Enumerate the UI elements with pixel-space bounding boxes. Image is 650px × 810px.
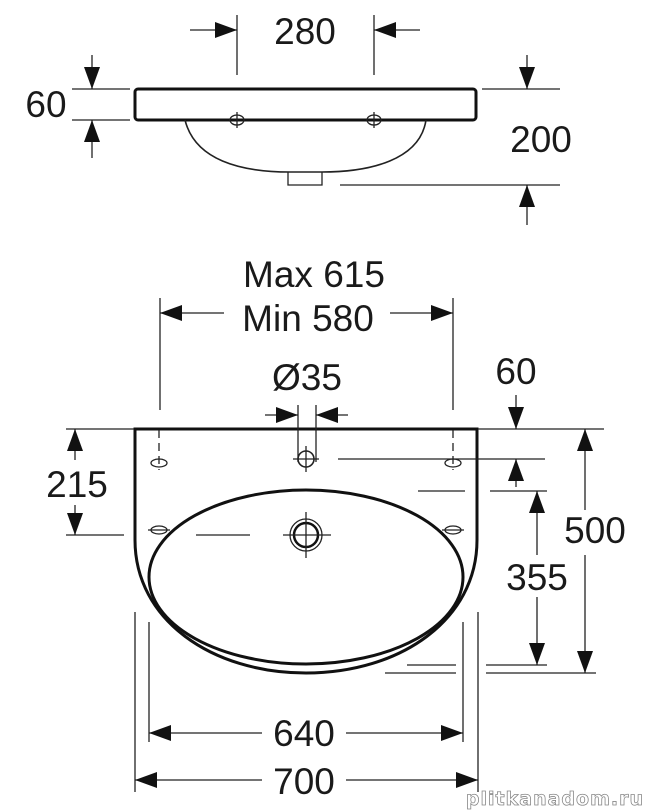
dimension-280: 280 bbox=[190, 11, 420, 75]
dimension-label: 700 bbox=[273, 761, 335, 802]
side-view: 280 60 200 bbox=[25, 11, 572, 225]
dimension-max-min-width: Max 615 Min 580 bbox=[159, 254, 454, 410]
dimension-355: 355 bbox=[407, 490, 568, 666]
dimension-label: 280 bbox=[274, 11, 336, 52]
dimension-label: 640 bbox=[273, 713, 335, 754]
fixing-hole-marks bbox=[229, 112, 382, 128]
dimension-label: 60 bbox=[25, 84, 66, 125]
dimension-60-rim: 60 bbox=[25, 55, 130, 158]
dimension-tap-hole-diameter: Ø35 bbox=[265, 357, 348, 462]
basin-rim-side bbox=[133, 87, 478, 122]
dimension-label: 215 bbox=[46, 464, 108, 505]
dimension-640: 640 bbox=[148, 622, 464, 754]
max-width-label: Max 615 bbox=[243, 254, 385, 295]
basin-bowl-side bbox=[184, 119, 427, 173]
drain-hole bbox=[283, 512, 331, 558]
watermark: plitkanadom.ru bbox=[466, 788, 644, 810]
top-view: Max 615 Min 580 Ø35 60 bbox=[46, 254, 626, 802]
dimension-200: 200 bbox=[340, 55, 572, 225]
dimension-60-tap-offset: 60 bbox=[338, 351, 604, 487]
min-width-label: Min 580 bbox=[242, 298, 374, 339]
dimension-label: 200 bbox=[510, 119, 572, 160]
waste-outlet bbox=[287, 172, 323, 186]
basin-outline-top bbox=[133, 427, 479, 675]
dimension-215: 215 bbox=[46, 428, 134, 536]
basin-bowl-top bbox=[147, 488, 465, 666]
dimension-700: 700 bbox=[134, 612, 479, 802]
dimension-label: 60 bbox=[495, 351, 536, 392]
dimension-500: 500 bbox=[385, 429, 626, 674]
dimension-label: 500 bbox=[564, 510, 626, 551]
tap-hole bbox=[293, 446, 319, 472]
dimension-label: Ø35 bbox=[272, 357, 342, 398]
dimension-label: 355 bbox=[506, 557, 568, 598]
